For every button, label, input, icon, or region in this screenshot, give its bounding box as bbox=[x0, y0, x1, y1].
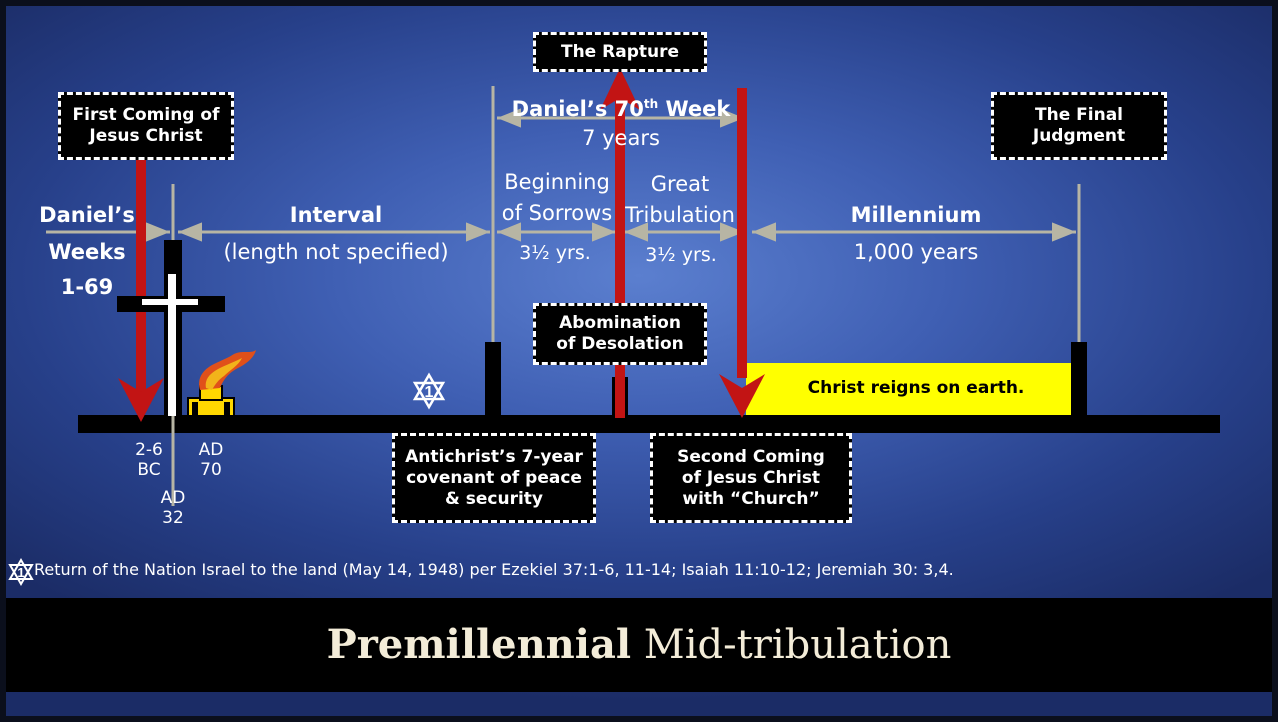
week70-years: 7 years bbox=[582, 126, 660, 150]
date-birth: 2-6 BC bbox=[135, 440, 163, 480]
burning-temple-icon bbox=[187, 350, 256, 417]
millennium-bar bbox=[746, 363, 1074, 415]
second-coming-arrow bbox=[719, 88, 765, 418]
date-crucifixion: AD 32 bbox=[160, 488, 186, 528]
daniels-weeks-label: Daniel’s Weeks 1-69 bbox=[39, 203, 135, 299]
slide-title: Premillennial Mid-tribulation bbox=[326, 621, 952, 668]
first-coming-arrow bbox=[118, 160, 164, 422]
second-coming-box: Second Coming of Jesus Christ with “Chur… bbox=[650, 433, 852, 523]
star-marker-number: 1 bbox=[425, 384, 434, 401]
sorrows-years: 3½ yrs. bbox=[519, 242, 591, 264]
footnote: Return of the Nation Israel to the land … bbox=[34, 560, 954, 579]
beginning-of-sorrows-label: Beginning of Sorrows bbox=[501, 170, 613, 225]
millennium-title: Millennium bbox=[850, 203, 982, 227]
star-of-david-icon: 1 bbox=[412, 372, 446, 410]
interval-subtitle: (length not specified) bbox=[223, 240, 449, 264]
final-judgment-box: The Final Judgment bbox=[991, 92, 1167, 160]
footnote-star-number: 1 bbox=[17, 565, 24, 580]
timeline-diagram: 1 1 bbox=[8, 68, 1220, 586]
cross-icon bbox=[117, 240, 225, 416]
footnote-star-icon: 1 bbox=[8, 558, 34, 586]
rapture-arrow bbox=[600, 68, 640, 418]
week70-title: Daniel’s 70th Week bbox=[511, 97, 731, 121]
interval-title: Interval bbox=[289, 203, 383, 227]
title-band: Premillennial Mid-tribulation bbox=[6, 598, 1272, 692]
great-tribulation-years: 3½ yrs. bbox=[645, 244, 717, 266]
first-coming-box: First Coming of Jesus Christ bbox=[58, 92, 234, 160]
post-millennium-end bbox=[1071, 342, 1087, 418]
timeline-line bbox=[78, 415, 1220, 433]
millennium-bar-text: Christ reigns on earth. bbox=[807, 378, 1025, 398]
abomination-box: Abomination of Desolation bbox=[533, 303, 707, 365]
millennium-years: 1,000 years bbox=[853, 240, 979, 264]
rapture-box: The Rapture bbox=[533, 32, 707, 72]
slide: 1 1 First Coming of Jesus Christ The Rap… bbox=[6, 6, 1272, 716]
post-week70-start bbox=[485, 342, 501, 418]
great-tribulation-label: Great Tribulation bbox=[625, 172, 735, 227]
date-temple: AD 70 bbox=[198, 440, 224, 480]
antichrist-covenant-box: Antichrist’s 7-year covenant of peace & … bbox=[392, 433, 596, 523]
